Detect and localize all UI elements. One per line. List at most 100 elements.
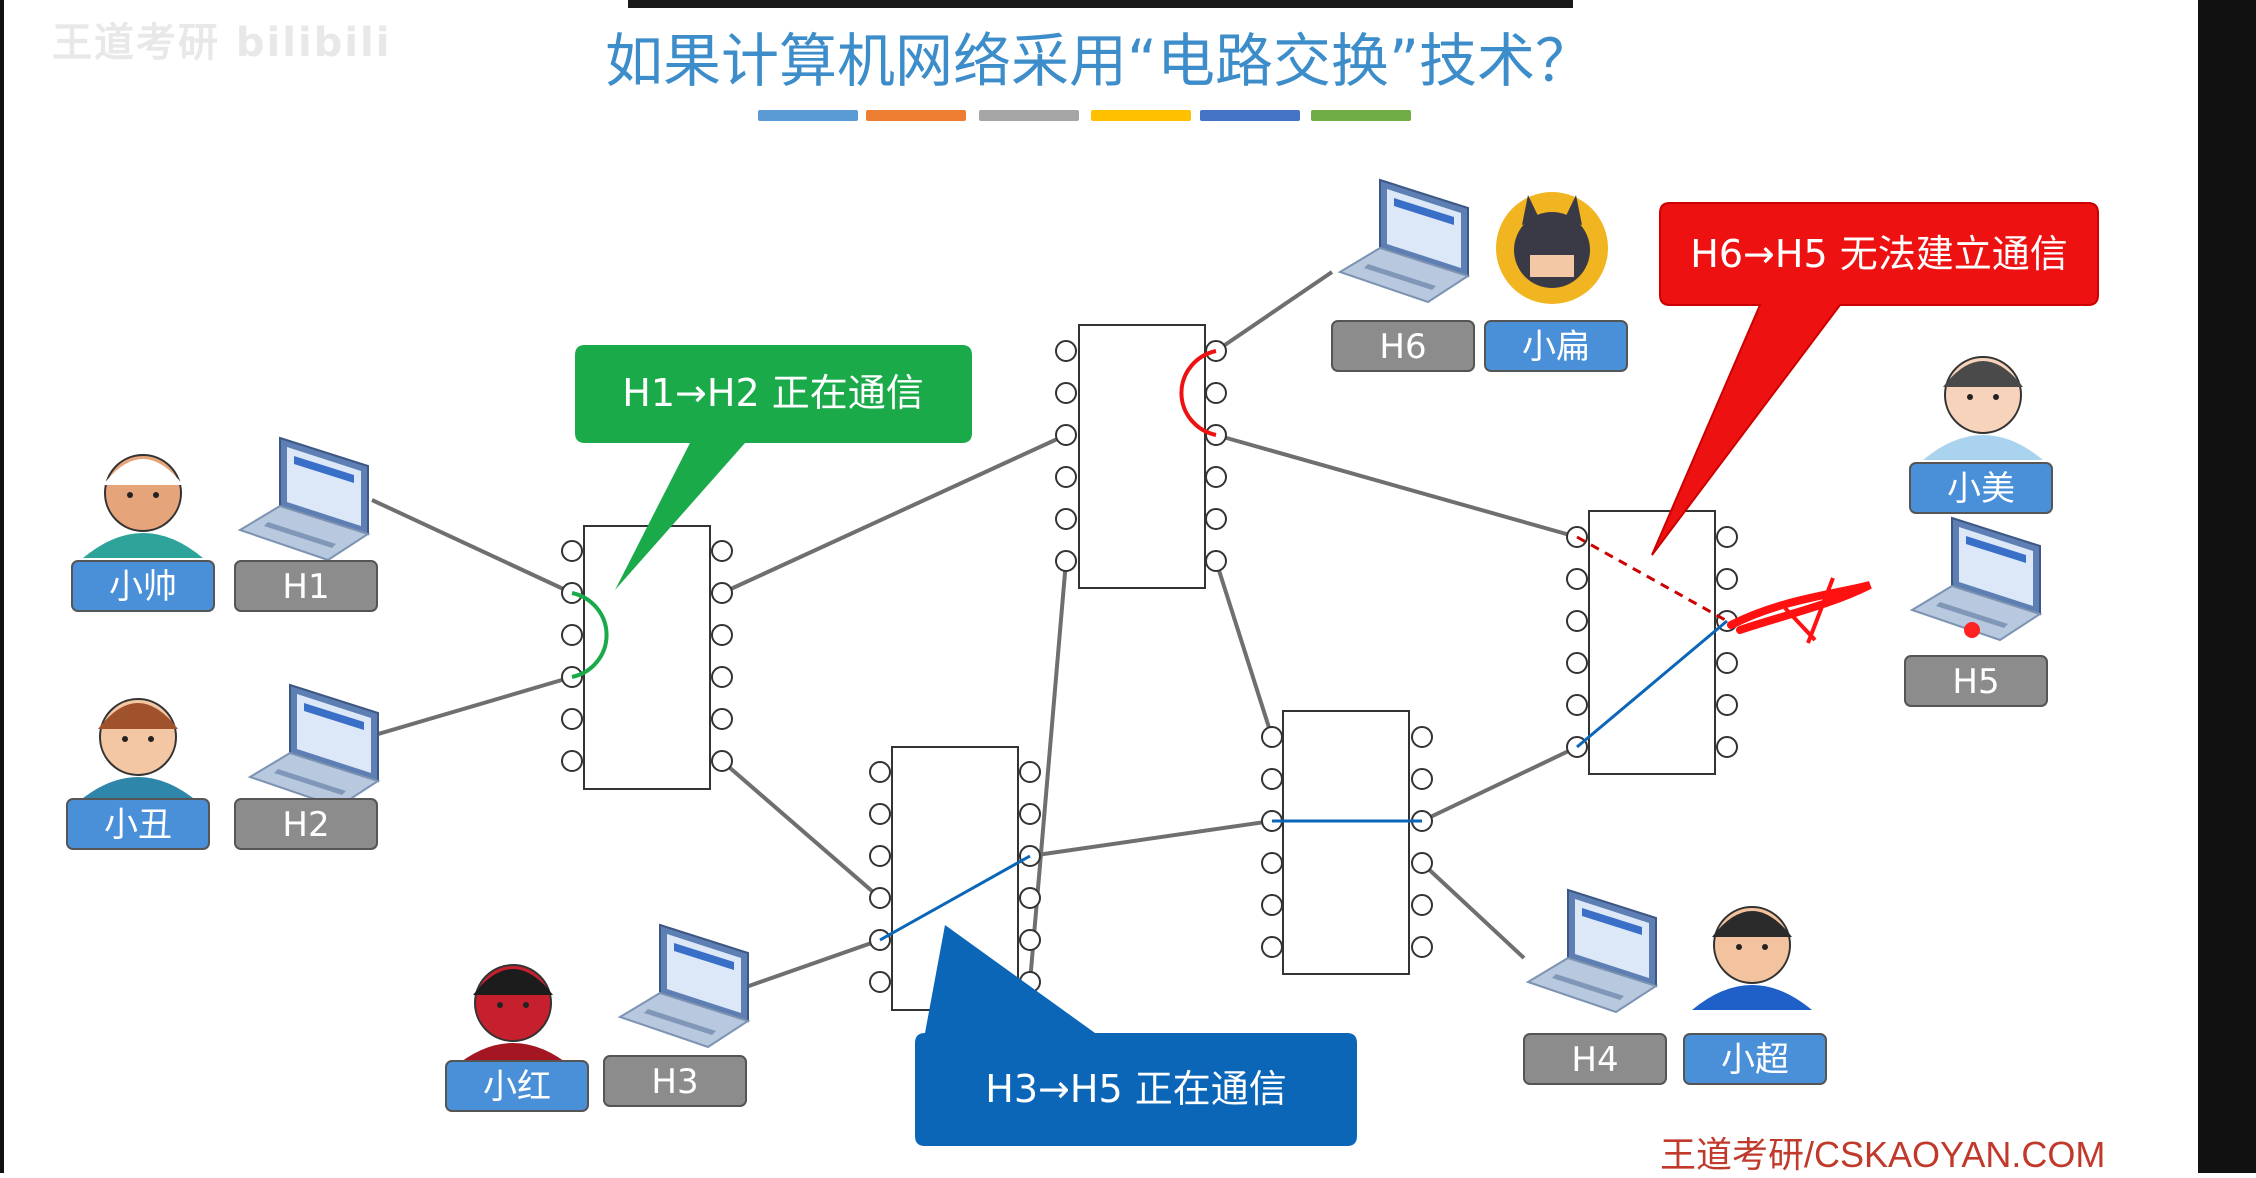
- hair: [103, 459, 183, 485]
- label-h2-text: H2: [282, 805, 329, 845]
- body: [1923, 435, 2043, 460]
- label-xiaoshuai-text: 小帅: [109, 567, 177, 607]
- label-xiaochao-text: 小超: [1721, 1040, 1789, 1080]
- network-diagram: H1→H2 正在通信 H3→H5 正在通信 H6→H5 无法建立通信 小帅 H1 小…: [66, 178, 2099, 1146]
- callout-h3-h5-text: H3→H5 正在通信: [985, 1067, 1286, 1111]
- callouts: H1→H2 正在通信 H3→H5 正在通信 H6→H5 无法建立通信: [575, 202, 2099, 1146]
- keyboard-keys: [274, 769, 346, 795]
- label-h6: H6: [1331, 320, 1475, 372]
- port: [869, 887, 891, 909]
- port: [869, 971, 891, 993]
- callout-h3-h5: H3→H5 正在通信: [915, 925, 1357, 1146]
- port: [1261, 894, 1283, 916]
- eye: [148, 736, 154, 742]
- path-h1-h2: [571, 591, 609, 679]
- port: [1055, 340, 1077, 362]
- port: [1055, 550, 1077, 572]
- port: [1716, 736, 1738, 758]
- link: [1214, 560, 1274, 738]
- accent-stripe-orange: [866, 110, 966, 121]
- blocked-cross: [1783, 577, 1835, 644]
- label-h1-text: H1: [282, 567, 329, 607]
- keyboard-keys: [264, 522, 336, 548]
- person-xiaohong-icon: [453, 964, 573, 1068]
- port: [561, 708, 583, 730]
- label-h6-text: H6: [1379, 327, 1426, 367]
- port: [1716, 568, 1738, 590]
- port: [1261, 768, 1283, 790]
- laptop-h6-icon: [1337, 178, 1471, 304]
- accent-stripe-yellow: [1091, 110, 1191, 121]
- person-xiaomei-icon: [1923, 356, 2043, 460]
- right-border: [2198, 0, 2256, 1173]
- label-h4-box: [1523, 1033, 1667, 1085]
- switch-s4: [1282, 710, 1410, 975]
- label-h3: H3: [603, 1055, 747, 1107]
- port: [1055, 382, 1077, 404]
- circuit-paths: [571, 349, 1872, 942]
- keyboard-keys: [1364, 264, 1436, 290]
- port: [1566, 694, 1588, 716]
- port: [1566, 610, 1588, 632]
- top-bar: [628, 0, 1573, 8]
- link: [720, 759, 882, 900]
- screen-bar: [674, 943, 734, 970]
- port: [711, 666, 733, 688]
- accent-stripe-green: [1311, 110, 1411, 121]
- label-xiaobian-box: [1484, 320, 1628, 372]
- screen-bar: [294, 456, 354, 483]
- port: [711, 582, 733, 604]
- person-xiaochao-icon: [1692, 906, 1812, 1010]
- laptop-keyboard: [1337, 246, 1471, 304]
- port: [1716, 694, 1738, 716]
- label-h4-text: H4: [1571, 1040, 1618, 1080]
- label-xiaochou-box: [66, 798, 210, 850]
- h5-red-dot: [1964, 622, 1980, 638]
- link: [1420, 861, 1526, 960]
- switch-s2: [1078, 324, 1206, 589]
- label-xiaohong-box: [445, 1060, 589, 1112]
- label-h1: H1: [234, 560, 378, 612]
- person-xiaochou-icon: [78, 698, 198, 802]
- eye: [497, 1002, 503, 1008]
- label-xiaomei-text: 小美: [1947, 469, 2015, 509]
- link: [1421, 745, 1578, 823]
- slide-title: 如果计算机网络采用“电路交换”技术？: [604, 27, 1594, 95]
- port: [1205, 508, 1227, 530]
- port: [1261, 726, 1283, 748]
- port: [1055, 424, 1077, 446]
- port: [1019, 929, 1041, 951]
- label-xiaobian: 小扁: [1484, 320, 1628, 372]
- laptop-h2-icon: [247, 683, 381, 809]
- eye: [153, 492, 159, 498]
- label-xiaochou-text: 小丑: [104, 805, 172, 845]
- hair: [473, 969, 553, 995]
- switch-s5: [1588, 510, 1716, 775]
- port: [1716, 652, 1738, 674]
- label-h5: H5: [1904, 655, 2048, 707]
- port: [1261, 936, 1283, 958]
- laptop-h3-icon: [617, 923, 751, 1049]
- callout-h6-h5-text: H6→H5 无法建立通信: [1690, 232, 2067, 276]
- port: [561, 624, 583, 646]
- keyboard-keys: [1936, 602, 2008, 628]
- path-h6-blocked: [1179, 349, 1217, 437]
- port: [869, 761, 891, 783]
- port: [1566, 568, 1588, 590]
- port: [1055, 508, 1077, 530]
- label-h2: H2: [234, 798, 378, 850]
- screen-bar: [1394, 198, 1454, 225]
- link: [745, 938, 881, 989]
- label-xiaoshuai-box: [71, 560, 215, 612]
- path-h6-h5-dashed: [1576, 535, 1728, 623]
- port: [869, 803, 891, 825]
- link: [1215, 433, 1578, 539]
- port: [1055, 466, 1077, 488]
- link: [721, 433, 1067, 595]
- blocked-scribble: [1727, 581, 1872, 634]
- callout-h1-h2: H1→H2 正在通信: [575, 345, 972, 590]
- devices: [78, 178, 2043, 1068]
- keyboard-keys: [1552, 974, 1624, 1000]
- link: [1214, 270, 1334, 353]
- port: [1411, 726, 1433, 748]
